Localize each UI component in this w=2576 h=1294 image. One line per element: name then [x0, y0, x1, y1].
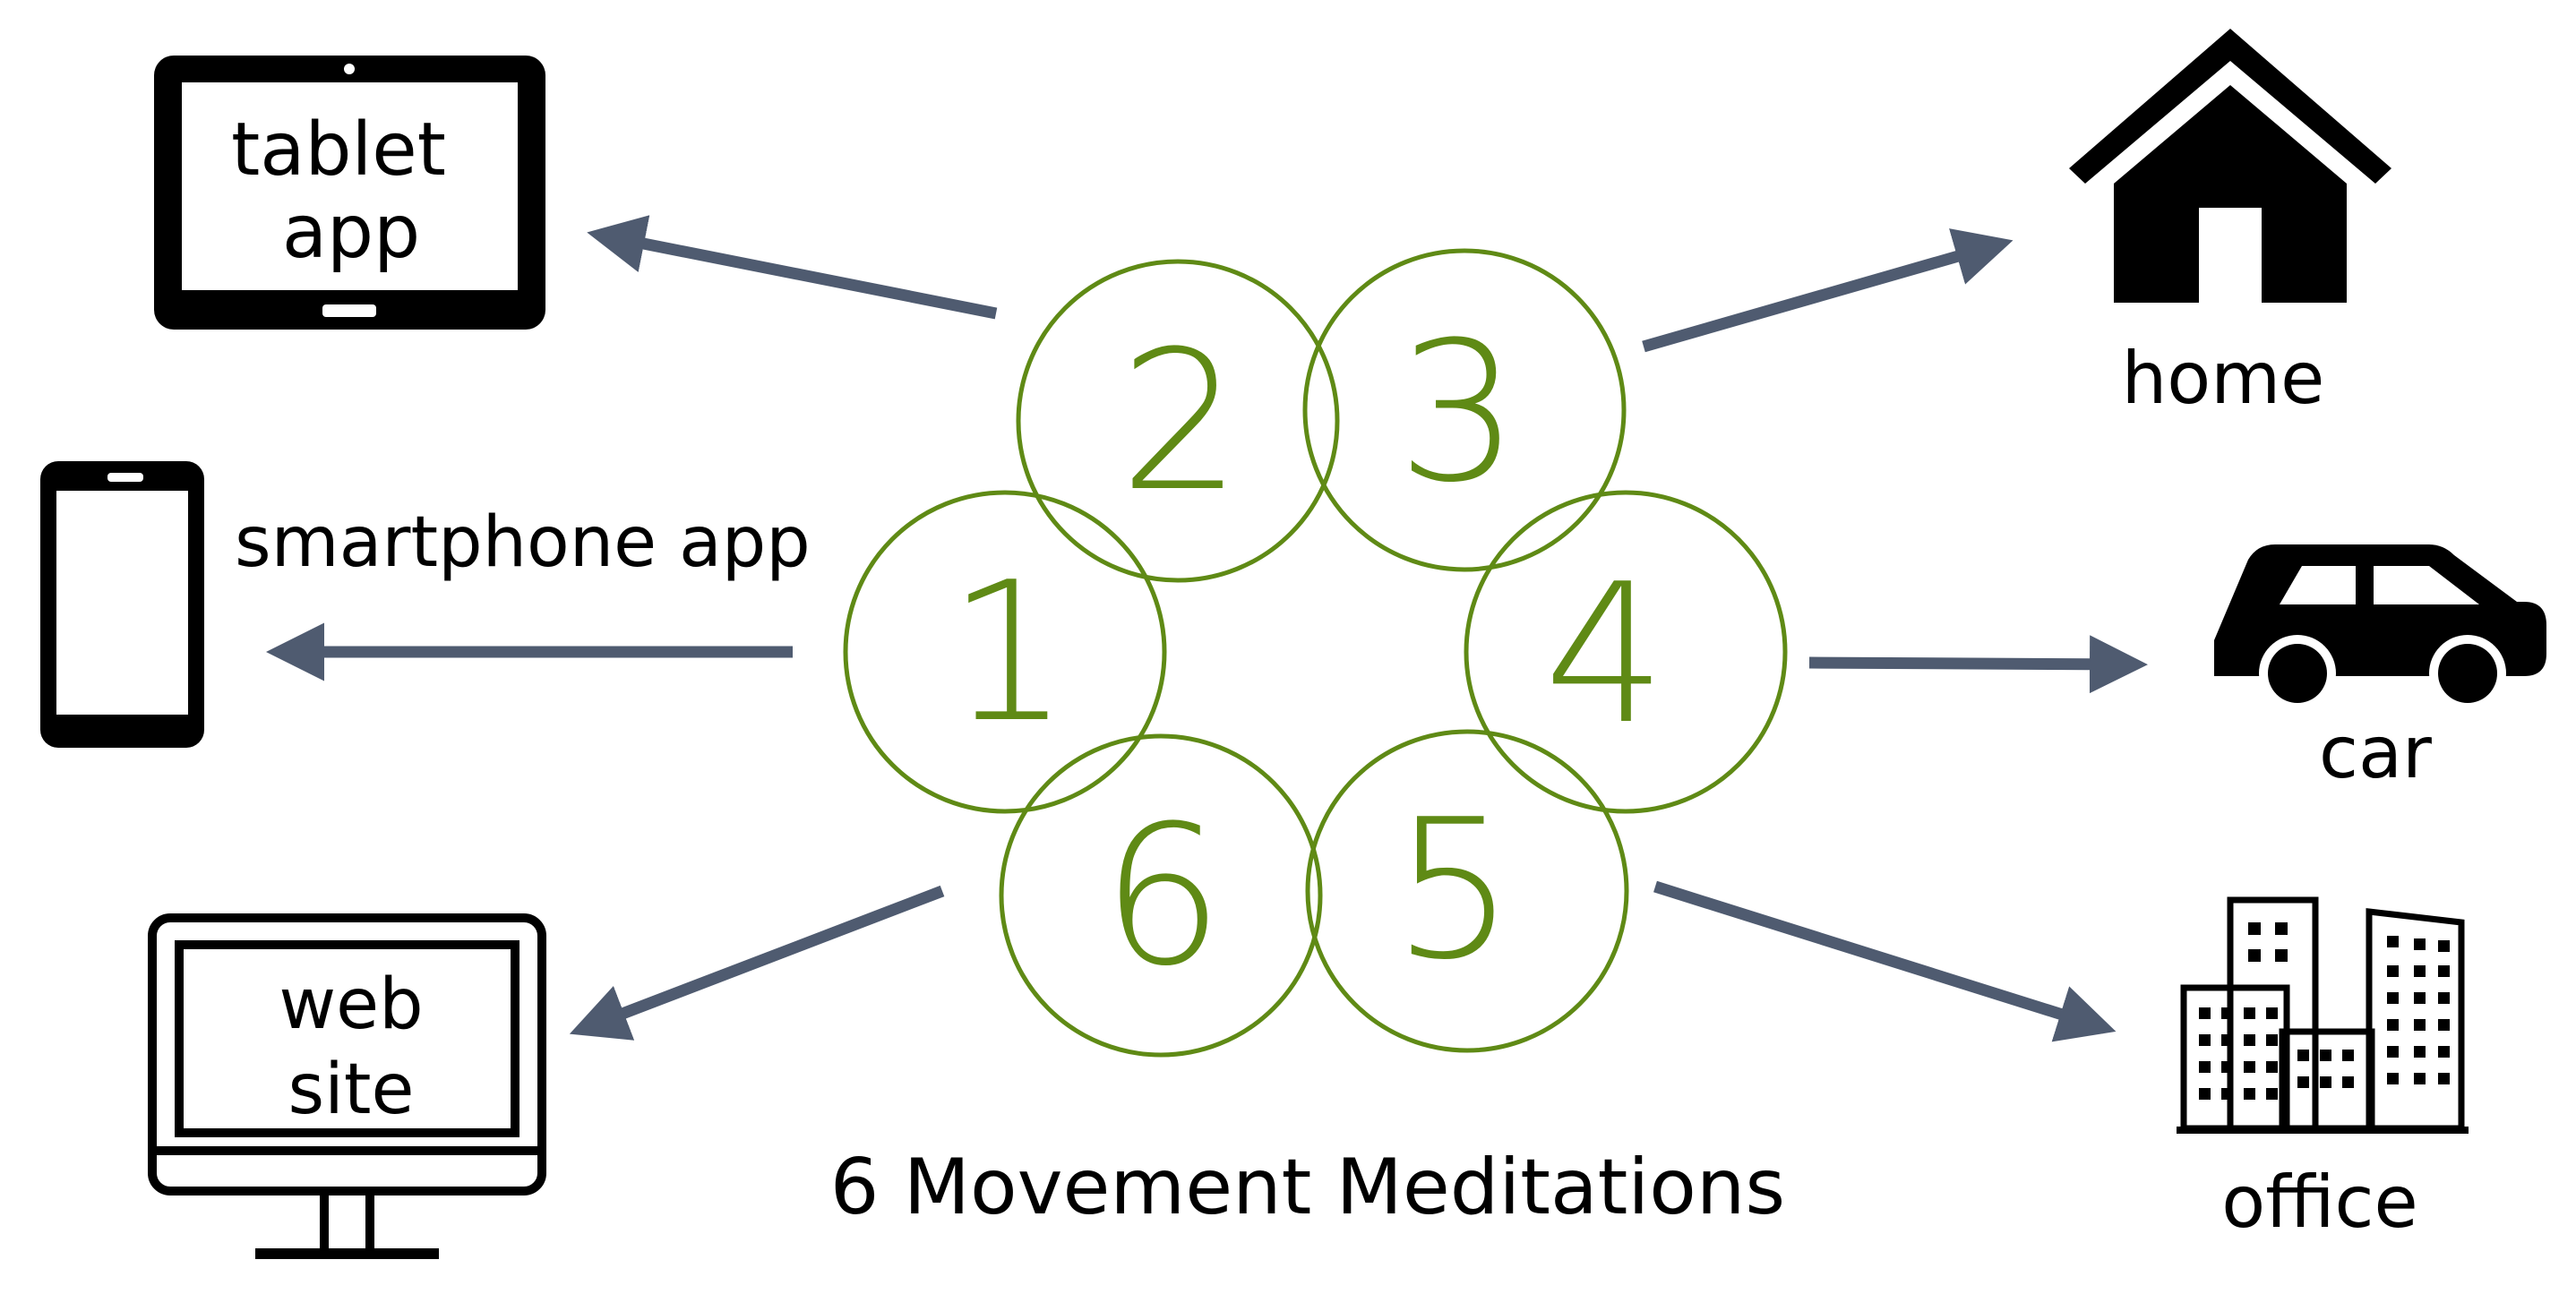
tablet-label-line1: tablet	[231, 107, 446, 193]
center-title: 6 Movement Meditations	[830, 1143, 1785, 1232]
car-icon	[2214, 544, 2546, 712]
arrows	[266, 215, 2148, 1042]
circle-number-2: 2	[1120, 309, 1242, 534]
circle-2	[1016, 259, 1340, 583]
circle-number-6: 6	[1102, 784, 1224, 1008]
arrow-to-website	[569, 885, 945, 1041]
circle-4	[1464, 490, 1788, 814]
smartphone-label: smartphone app	[235, 502, 811, 583]
circle-number-4: 4	[1544, 542, 1667, 767]
website-label-line2: site	[288, 1050, 415, 1130]
circle-number-3: 3	[1397, 300, 1520, 525]
circle-1	[843, 490, 1167, 814]
circle-number-5: 5	[1393, 777, 1516, 1002]
tablet-label-line2: app	[282, 190, 420, 275]
meditation-circles	[843, 248, 1788, 1058]
arrow-to-office	[1653, 880, 2117, 1042]
circle-numbers: 1 2 3 4 5 6	[948, 300, 1667, 1008]
arrow-to-home	[1642, 228, 2014, 353]
circle-3	[1302, 248, 1627, 572]
house-icon	[2069, 29, 2391, 303]
arrow-to-tablet	[587, 215, 998, 320]
arrow-to-car	[1808, 635, 2148, 694]
tablet-icon	[154, 56, 545, 330]
smartphone-icon	[40, 461, 204, 748]
circle-5	[1305, 729, 1629, 1053]
monitor-icon	[148, 913, 546, 1259]
office-label: office	[2221, 1161, 2418, 1244]
website-label-line1: web	[279, 964, 423, 1045]
circle-6	[999, 733, 1323, 1058]
car-label: car	[2319, 711, 2432, 794]
office-buildings-icon	[2177, 896, 2469, 1134]
circle-number-1: 1	[948, 540, 1070, 765]
office-windows	[2199, 922, 2450, 1100]
home-label: home	[2122, 337, 2325, 420]
